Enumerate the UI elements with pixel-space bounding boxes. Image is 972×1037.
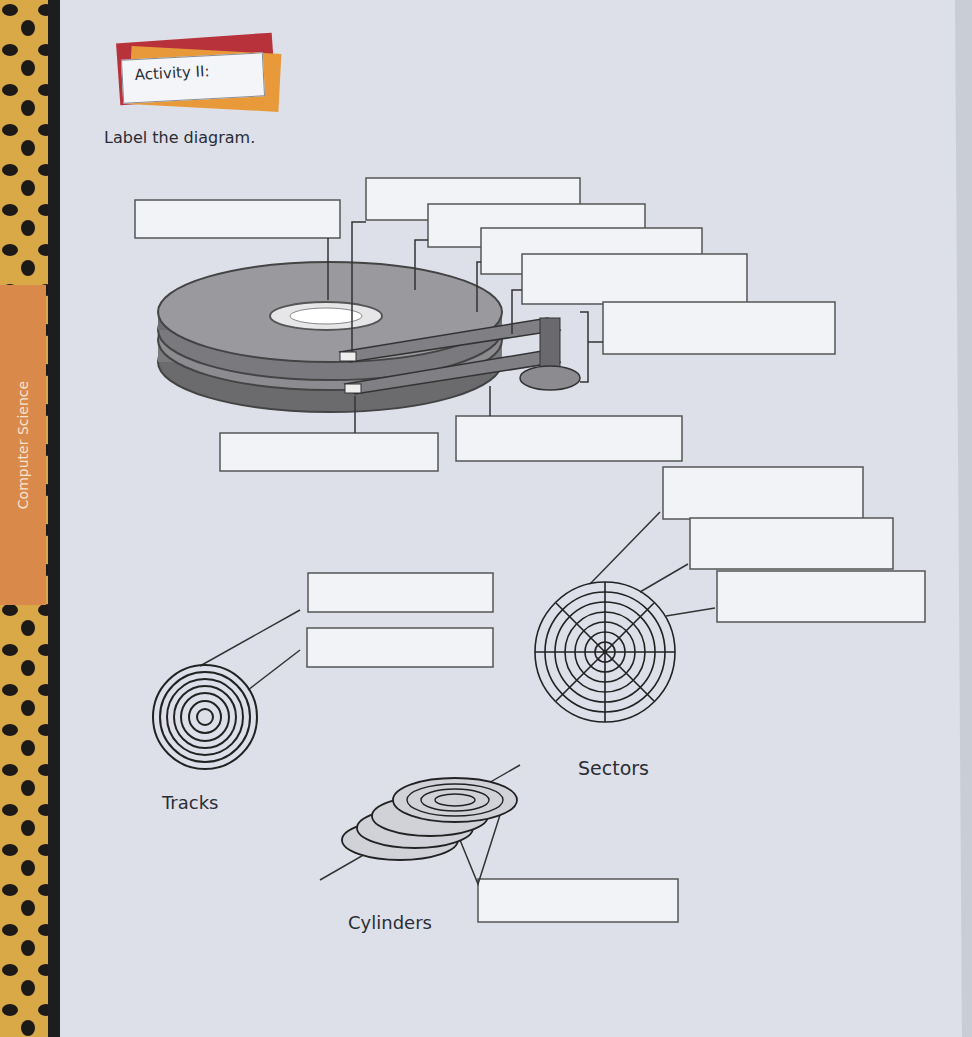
activity-heading: Activity II: <box>134 60 251 84</box>
side-tab-text: Computer Science <box>15 381 31 509</box>
caption-text: Sectors <box>578 757 649 779</box>
caption-text: Cylinders <box>348 912 432 933</box>
caption-text: Tracks <box>162 792 218 813</box>
activity-tag: Activity II: <box>121 52 265 103</box>
caption-text: Label the diagram. <box>104 128 255 147</box>
